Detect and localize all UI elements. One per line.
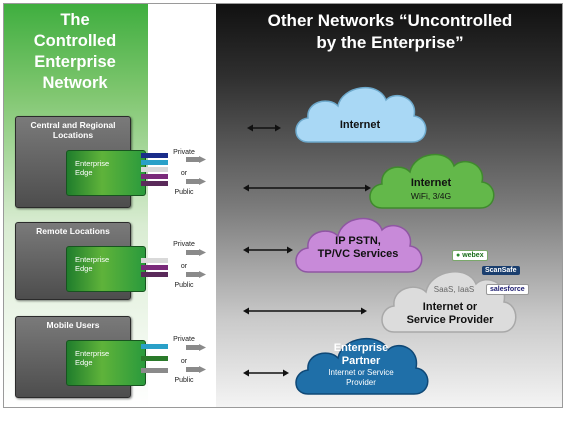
right-title: Other Networks “Uncontrolled by the Ente… (222, 10, 558, 54)
or-label: or (180, 263, 188, 270)
cloud-wifi-label: Internet WiFi, 3/4G (376, 177, 486, 203)
cloud-pstn-label: IP PSTN, TP/VC Services (296, 235, 420, 261)
link-bar (141, 258, 168, 263)
or-label: or (180, 358, 188, 365)
service-provider-cloud-icon (381, 271, 517, 333)
double-arrow-icon (243, 307, 367, 315)
cloud-title: Internet (410, 177, 452, 189)
link-bar (141, 174, 168, 179)
private-label: Private (173, 149, 195, 156)
double-arrow-icon (243, 184, 371, 192)
left-title: The Controlled Enterprise Network (10, 10, 140, 94)
location-title: Central and Regional Locations (16, 120, 130, 140)
enterprise-edge-router: Enterprise Edge (66, 246, 146, 292)
internet-cloud-icon (295, 86, 427, 143)
public-label: Public (174, 282, 194, 289)
edge-label: Enterprise Edge (75, 159, 109, 177)
cloud-saas-label: SaaS, IaaS (433, 285, 475, 294)
double-arrow-icon (247, 124, 281, 132)
enterprise-edge-router: Enterprise Edge (66, 340, 146, 386)
divider-gap (148, 4, 216, 407)
scansafe-logo-text: ScanSafe (485, 267, 517, 274)
link-bar (141, 368, 168, 373)
edge-label-line: Enterprise (75, 159, 110, 168)
location-title-line: Mobile Users (46, 320, 100, 330)
left-title-line-3: Enterprise (34, 53, 116, 71)
salesforce-logo-text: salesforce (490, 286, 525, 293)
link-bar (141, 272, 168, 277)
cloud-title: IP PSTN, (335, 235, 381, 247)
left-title-line-1: The (60, 11, 90, 29)
right-title-line-1: Other Networks “Uncontrolled (267, 11, 513, 30)
edge-label-line: Edge (75, 168, 93, 177)
location-title: Mobile Users (16, 320, 130, 330)
cloud-subtitle: Service Provider (406, 314, 494, 326)
figure-frame (3, 3, 563, 408)
left-title-line-4: Network (42, 74, 108, 92)
arrow-right-icon (186, 178, 206, 185)
edge-label-line: Enterprise (75, 349, 110, 358)
cloud-subtitle: WiFi, 3/4G (410, 191, 452, 201)
cloud-title: Enterprise (333, 342, 389, 354)
wifi-cloud-icon (369, 153, 495, 209)
globe-icon: ● (456, 252, 461, 259)
webex-logo: ● webex (452, 250, 488, 261)
cloud-service-provider-label: Internet or Service Provider (380, 301, 520, 327)
private-label: Private (173, 241, 195, 248)
edge-label: Enterprise Edge (75, 255, 109, 273)
arrow-right-icon (186, 249, 206, 256)
double-arrow-icon (243, 369, 289, 377)
cloud-title: Internet or (422, 301, 478, 313)
enterprise-edge-router: Enterprise Edge (66, 150, 146, 196)
link-bar (141, 153, 168, 158)
cloud-subtitle: Partner (341, 355, 381, 367)
location-title-line: Remote Locations (36, 226, 110, 236)
link-bar (141, 160, 168, 165)
public-label: Public (174, 377, 194, 384)
edge-label-line: Enterprise (75, 255, 110, 264)
salesforce-logo: salesforce (486, 284, 529, 295)
left-title-line-2: Controlled (33, 32, 117, 50)
partner-cloud-icon (295, 337, 429, 395)
location-title-line: Central and Regional (30, 120, 116, 130)
or-label: or (180, 170, 188, 177)
edge-label-line: Edge (75, 264, 93, 273)
link-bar (141, 344, 168, 349)
arrow-right-icon (186, 366, 206, 373)
private-label: Private (173, 336, 195, 343)
arrow-right-icon (186, 156, 206, 163)
pstn-cloud-icon (295, 217, 423, 273)
location-title-line: Locations (52, 130, 94, 140)
arrow-right-icon (186, 271, 206, 278)
edge-label-line: Edge (75, 358, 93, 367)
cloud-extra: Internet or Service Provider (328, 368, 394, 387)
cloud-partner-label: Enterprise Partner Internet or Service P… (304, 342, 418, 388)
cloud-subtitle: TP/VC Services (317, 248, 399, 260)
webex-logo-text: webex (462, 252, 484, 259)
link-bar (141, 181, 168, 186)
scansafe-logo: ScanSafe (482, 266, 520, 275)
right-title-line-2: by the Enterprise” (316, 33, 464, 52)
link-bar (141, 167, 168, 172)
cloud-internet-label: Internet (339, 119, 381, 131)
edge-label: Enterprise Edge (75, 349, 109, 367)
link-bar (141, 356, 168, 361)
double-arrow-icon (243, 246, 293, 254)
public-label: Public (174, 189, 194, 196)
link-bar (141, 265, 168, 270)
location-title: Remote Locations (16, 226, 130, 236)
arrow-right-icon (186, 344, 206, 351)
